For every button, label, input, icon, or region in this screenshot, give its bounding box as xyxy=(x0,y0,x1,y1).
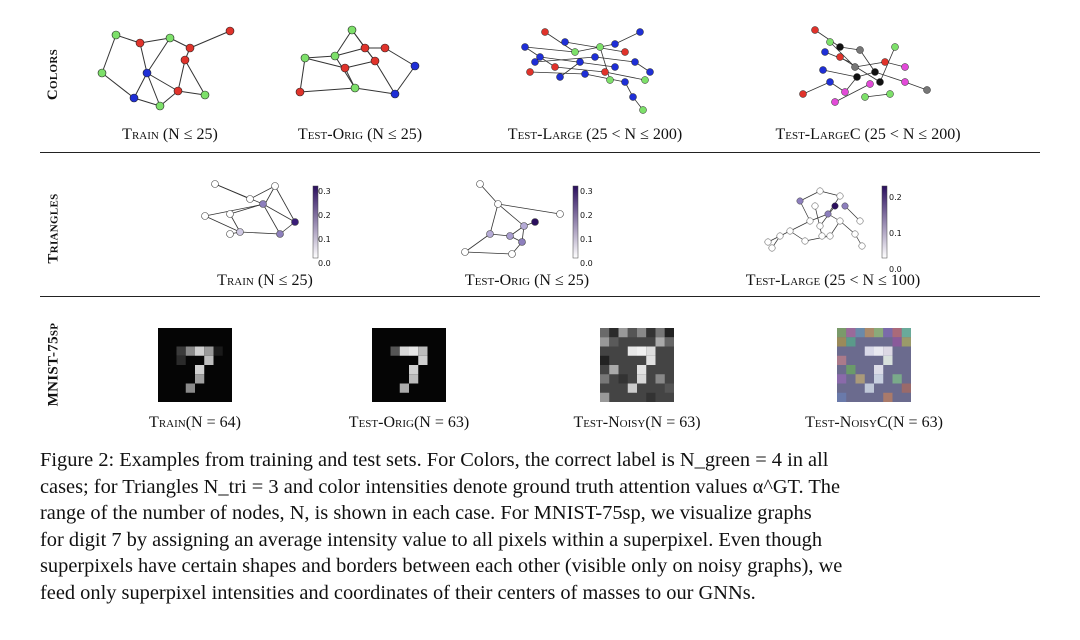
caption-line: cases; for Triangles N_tri = 3 and color… xyxy=(40,475,841,498)
row-label-mnist: MNIST-75sp xyxy=(40,304,68,424)
row-label-triangles: Triangles xyxy=(40,168,68,288)
colorbar-tick: 0.0 xyxy=(889,265,902,274)
row-label-colors-text: Colors xyxy=(45,48,62,100)
caption-range: (25 < N ≤ 200) xyxy=(586,126,683,143)
caption-range: (N = 63) xyxy=(645,414,701,431)
caption-line: superpixels have certain shapes and bord… xyxy=(40,555,843,577)
caption-colors-train: Train (N ≤ 25) xyxy=(122,126,218,144)
caption-range: (N = 63) xyxy=(887,414,943,431)
caption-range: (N ≤ 25) xyxy=(162,126,218,143)
colorbar-tick: 0.2 xyxy=(889,193,902,202)
caption-line: for digit 7 by assigning an average inte… xyxy=(40,528,823,551)
caption-range: (N = 63) xyxy=(413,414,470,431)
caption-range: (N ≤ 25) xyxy=(534,272,590,289)
colorbar-tick: 0.0 xyxy=(318,259,331,268)
caption-range: (25 < N ≤ 200) xyxy=(864,126,961,143)
caption-mnist-test-noisy: Test-Noisy(N = 63) xyxy=(573,414,700,432)
caption-name: Test-Large xyxy=(507,126,583,143)
triangles-test-large-graph xyxy=(764,185,888,259)
caption-name: Test-Orig xyxy=(464,272,531,289)
caption-name: Test-Noisy xyxy=(573,414,646,431)
nodes xyxy=(97,26,235,111)
edges xyxy=(464,183,561,255)
colorbar-tick: 0.1 xyxy=(889,229,902,238)
caption-name: Test-NoisyC xyxy=(805,414,888,431)
caption-mnist-test-noisyc: Test-NoisyC(N = 63) xyxy=(805,414,943,432)
nodes xyxy=(799,26,931,106)
nodes xyxy=(295,25,420,99)
caption-name: Test-Orig xyxy=(297,126,364,143)
figure-caption: Figure 2: Examples from training and tes… xyxy=(40,447,1050,606)
divider-2 xyxy=(40,296,1040,297)
caption-triangles-train: Train (N ≤ 25) xyxy=(217,272,313,290)
row-label-triangles-text: Triangles xyxy=(45,192,62,264)
mnist-test-orig-image xyxy=(372,328,446,402)
row-label-mnist-text: MNIST-75sp xyxy=(45,322,62,406)
caption-name: Train xyxy=(149,414,186,431)
caption-range: (N ≤ 25) xyxy=(367,126,423,143)
caption-name: Test-Orig xyxy=(348,414,414,431)
nodes xyxy=(461,180,564,258)
nodes xyxy=(521,28,654,114)
colorbar-gradient xyxy=(881,185,888,259)
edges xyxy=(101,30,231,107)
colors-test-largec-graph xyxy=(799,26,931,106)
triangles-train-graph xyxy=(201,180,319,259)
colorbar-gradient xyxy=(312,185,319,259)
caption-colors-test-largec: Test-LargeC (25 < N ≤ 200) xyxy=(775,126,960,144)
colorbar-tick: 0.0 xyxy=(580,259,593,268)
colorbar-tick: 0.1 xyxy=(318,235,331,244)
caption-name: Test-Large xyxy=(745,272,821,289)
caption-line: feed only superpixel intensities and coo… xyxy=(40,581,756,604)
nodes xyxy=(764,187,866,252)
divider-1 xyxy=(40,152,1040,153)
edges xyxy=(299,29,416,95)
colorbar-tick: 0.3 xyxy=(580,187,593,196)
colors-train-graph xyxy=(97,26,235,111)
caption-mnist-test-orig: Test-Orig(N = 63) xyxy=(349,414,469,432)
caption-range: (25 < N ≤ 100) xyxy=(824,272,921,289)
mnist-test-noisy-image xyxy=(600,328,674,402)
colorbar-tick: 0.2 xyxy=(580,211,593,220)
caption-mnist-train: Train(N = 64) xyxy=(149,414,241,432)
edges xyxy=(767,190,863,249)
mnist-train-image xyxy=(158,328,232,402)
caption-line: range of the number of nodes, N, is show… xyxy=(40,502,812,524)
caption-name: Test-LargeC xyxy=(775,126,861,143)
caption-range: (N ≤ 25) xyxy=(257,272,313,289)
colorbar-ticks-2: 0.3 0.2 0.1 0.0 xyxy=(580,180,593,276)
colors-test-orig-graph xyxy=(295,25,420,99)
edges xyxy=(204,183,296,235)
caption-colors-test-large: Test-Large (25 < N ≤ 200) xyxy=(508,126,682,144)
colorbar-tick: 0.1 xyxy=(580,235,593,244)
caption-colors-test-orig: Test-Orig (N ≤ 25) xyxy=(298,126,422,144)
colorbar-ticks-1: 0.3 0.2 0.1 0.0 xyxy=(318,180,331,276)
caption-name: Train xyxy=(122,126,159,143)
caption-line: Figure 2: Examples from training and tes… xyxy=(40,449,829,471)
colorbar-ticks-3: 0.2 0.1 0.0 xyxy=(889,180,902,288)
nodes xyxy=(201,180,299,238)
colorbar-gradient xyxy=(572,185,579,259)
colors-test-large-graph xyxy=(521,28,654,114)
colorbar-tick: 0.3 xyxy=(318,187,331,196)
caption-triangles-test-orig: Test-Orig (N ≤ 25) xyxy=(465,272,589,290)
caption-name: Train xyxy=(217,272,254,289)
colorbar-tick: 0.2 xyxy=(318,211,331,220)
mnist-test-noisyc-image xyxy=(837,328,911,402)
caption-triangles-test-large: Test-Large (25 < N ≤ 100) xyxy=(746,272,920,290)
triangles-test-orig-graph xyxy=(461,180,579,259)
row-label-colors: Colors xyxy=(40,14,68,134)
caption-range: (N = 64) xyxy=(185,414,241,431)
